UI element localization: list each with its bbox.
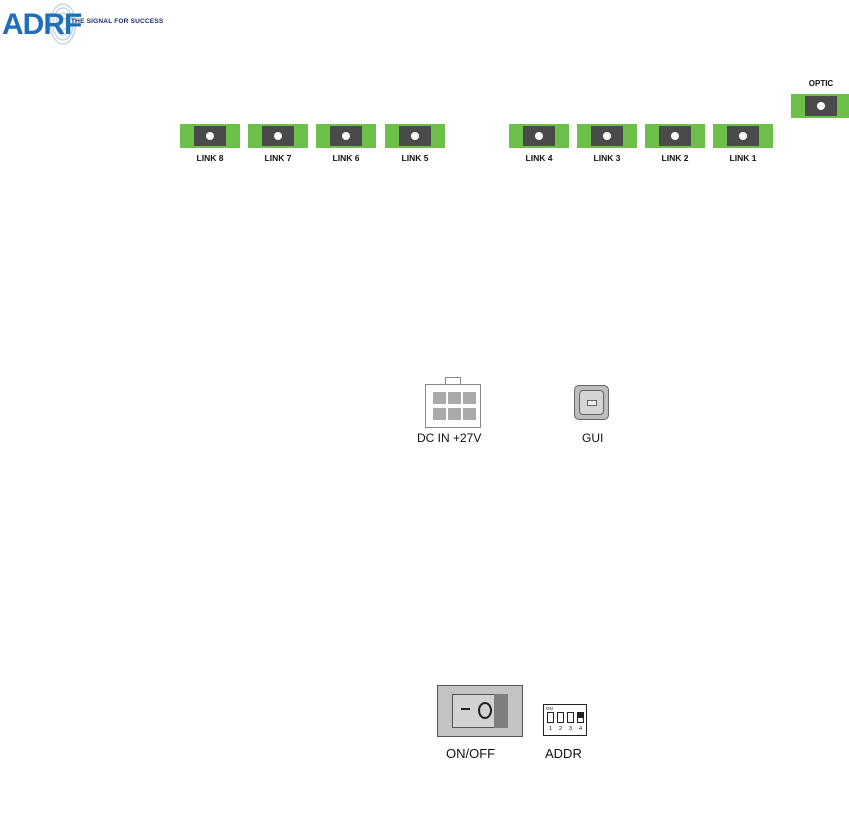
- dc-in-label: DC IN +27V: [417, 431, 481, 445]
- power-switch-label: ON/OFF: [446, 746, 495, 761]
- port-hole-icon: [739, 132, 747, 140]
- port-hole-icon: [411, 132, 419, 140]
- optic-port-socket: [805, 96, 837, 116]
- dip-switch-1[interactable]: [547, 712, 554, 723]
- dc-pin: [463, 392, 476, 404]
- power-switch[interactable]: [437, 685, 523, 737]
- dc-pin: [463, 408, 476, 420]
- brand-tagline: THE SIGNAL FOR SUCCESS: [71, 18, 163, 25]
- port-hole-icon: [342, 132, 350, 140]
- brand-name: ADRF: [2, 10, 81, 40]
- port-hole-icon: [603, 132, 611, 140]
- dip-switch-3[interactable]: [567, 712, 574, 723]
- optic-port[interactable]: [791, 94, 849, 118]
- usb-slot: [587, 400, 597, 406]
- dc-connector-latch: [445, 377, 461, 384]
- link-5-port[interactable]: [385, 124, 445, 148]
- address-dip-switch[interactable]: ON 1 2 3 4: [543, 704, 587, 736]
- port-hole-icon: [274, 132, 282, 140]
- gui-label: GUI: [582, 431, 603, 445]
- adrf-logo: ADRF THE SIGNAL FOR SUCCESS: [0, 2, 175, 46]
- link-2-port[interactable]: [645, 124, 705, 148]
- link-1-port[interactable]: [713, 124, 773, 148]
- dc-pin: [448, 392, 461, 404]
- dip-number: 2: [557, 726, 564, 732]
- optic-label: OPTIC: [781, 79, 849, 88]
- usb-b-icon: [579, 390, 604, 415]
- dip-number: 3: [567, 726, 574, 732]
- usb-gui-port[interactable]: [574, 385, 609, 420]
- link-6-label: LINK 6: [306, 153, 386, 163]
- port-hole-icon: [206, 132, 214, 140]
- link-8-port[interactable]: [180, 124, 240, 148]
- port-hole-icon: [535, 132, 543, 140]
- port-hole-icon: [671, 132, 679, 140]
- address-label: ADDR: [545, 746, 582, 761]
- link-3-port[interactable]: [577, 124, 637, 148]
- link-1-label: LINK 1: [703, 153, 783, 163]
- link-7-port[interactable]: [248, 124, 308, 148]
- port-hole-icon: [817, 102, 825, 110]
- dip-switch-2[interactable]: [557, 712, 564, 723]
- link-4-port[interactable]: [509, 124, 569, 148]
- dc-in-connector[interactable]: [425, 384, 481, 428]
- link-6-port[interactable]: [316, 124, 376, 148]
- dip-number: 4: [577, 726, 584, 732]
- dc-pin: [433, 408, 446, 420]
- dip-switch-4[interactable]: [577, 712, 584, 723]
- on-symbol-icon: [461, 708, 470, 710]
- rocker-shadow: [494, 694, 508, 728]
- link-5-label: LINK 5: [375, 153, 455, 163]
- dip-number: 1: [547, 726, 554, 732]
- dc-pin: [433, 392, 446, 404]
- off-symbol-icon: [478, 702, 492, 719]
- dc-pin: [448, 408, 461, 420]
- dip-switch-4-lever: [578, 713, 583, 718]
- dip-on-marker: ON: [546, 706, 553, 711]
